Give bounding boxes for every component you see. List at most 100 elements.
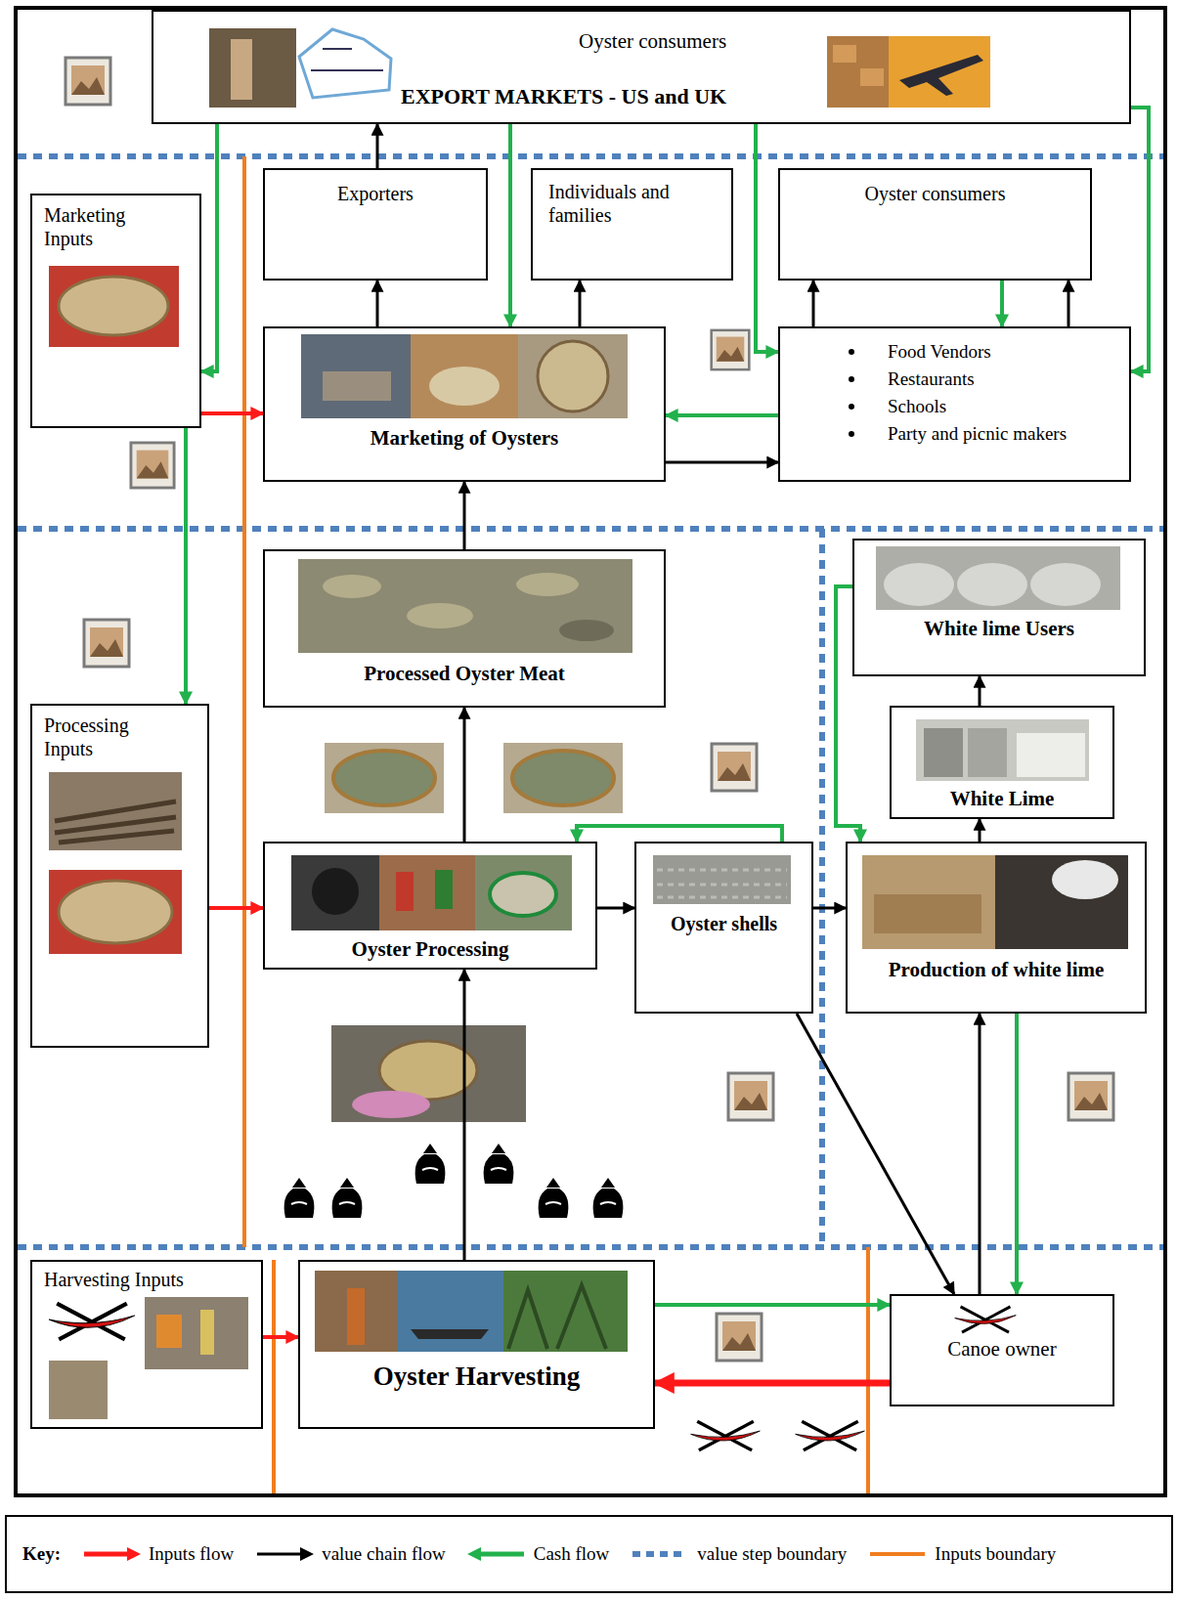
text-row: Food Vendors — [887, 338, 1067, 366]
legend-text: Inputs flow — [148, 1543, 234, 1566]
bag-icon — [415, 1143, 446, 1184]
text-row: Restaurants — [887, 365, 1067, 393]
basket — [333, 750, 436, 806]
text-group: Canoe owner — [897, 1337, 1107, 1362]
node-text: Restaurants — [887, 368, 975, 390]
photo — [503, 1270, 628, 1352]
photo — [883, 563, 955, 607]
photo — [656, 870, 787, 898]
legend-arrowhead — [300, 1547, 314, 1562]
cash-flow-arrow — [665, 413, 779, 418]
photo — [395, 871, 414, 912]
process-box: Oyster Harvesting — [298, 1260, 655, 1430]
oyster-icon — [711, 743, 757, 791]
photo — [1016, 733, 1086, 778]
text-row: Production of white lime — [853, 958, 1139, 983]
input-flow-arrow — [654, 1380, 890, 1388]
bullet — [848, 376, 855, 383]
text-group: Oyster Processing — [270, 937, 590, 962]
text-row: Oyster Harvesting — [305, 1360, 648, 1393]
cash-flow-arrow — [201, 124, 218, 372]
inputs-boundary-sample — [866, 1545, 929, 1564]
photo — [475, 855, 572, 931]
photo — [503, 742, 623, 814]
photo — [832, 44, 857, 63]
basket — [512, 750, 614, 806]
inputs-box: Processing Inputs — [30, 703, 210, 1048]
node-text: Canoe owner — [947, 1337, 1056, 1361]
process-box: Production of white lime — [845, 841, 1147, 1014]
value-chain-arrow — [463, 969, 467, 1261]
photo — [489, 872, 557, 916]
photo — [995, 855, 1129, 950]
photo — [314, 1270, 398, 1352]
value-chain-arrow — [813, 907, 846, 911]
text-group: Oyster consumersEXPORT MARKETS - US and … — [153, 11, 1130, 123]
bag-icon — [483, 1143, 515, 1184]
text-group: Processed Oyster Meat — [270, 661, 658, 687]
basket — [379, 1041, 478, 1100]
inputs-box: Harvesting Inputs — [30, 1260, 263, 1430]
canoe-icon — [955, 1307, 1017, 1333]
ship-sketch — [310, 48, 384, 71]
value-chain-arrow — [463, 707, 467, 842]
bullet — [848, 403, 855, 410]
photo — [48, 265, 179, 348]
node-text: Harvesting Inputs — [43, 1268, 184, 1291]
text-row: Processing Inputs — [43, 713, 172, 761]
legend-line — [479, 1552, 524, 1558]
text-row: Oyster shells — [642, 912, 806, 936]
node-text: Production of white lime — [888, 958, 1105, 982]
node-text: EXPORT MARKETS - US and UK — [400, 84, 727, 109]
photo — [860, 68, 884, 87]
text-row: Oyster Processing — [270, 937, 590, 962]
text-group: Oyster Harvesting — [305, 1360, 648, 1393]
cash-flow-arrow — [1000, 280, 1004, 327]
photo — [322, 371, 392, 401]
node-text: Oyster consumers — [865, 182, 1006, 205]
photo — [653, 855, 791, 905]
legend-arrowhead — [467, 1547, 481, 1562]
text-group: Marketing of Oysters — [270, 426, 658, 451]
boundary-sample — [628, 1545, 692, 1564]
photo — [351, 1090, 431, 1119]
node-text: Oyster Processing — [351, 937, 510, 961]
legend-line — [632, 1551, 688, 1558]
photo — [406, 603, 474, 629]
value-chain-arrow — [796, 1013, 955, 1295]
ship-sketch — [299, 29, 392, 98]
airplane — [899, 54, 984, 96]
photo — [827, 36, 889, 108]
bullet — [848, 431, 855, 437]
node-text: Food Vendors — [887, 341, 992, 362]
photo — [397, 1270, 504, 1352]
outer-frame — [15, 7, 1166, 1496]
market-box: Exporters — [262, 168, 488, 281]
value-chain-arrow — [578, 280, 582, 327]
photo — [209, 28, 297, 108]
photo — [923, 728, 963, 778]
canoe-icon — [795, 1421, 866, 1451]
text-row: Individuals and families — [548, 179, 725, 227]
input-flow-arrow — [201, 411, 263, 416]
value-chain-arrow — [812, 280, 816, 327]
node-text: Oyster consumers — [578, 29, 727, 53]
text-row: Schools — [887, 392, 1067, 421]
photo — [873, 894, 982, 934]
photo — [48, 870, 182, 955]
node-text: Marketing of Oysters — [370, 426, 559, 450]
value-chain-arrow — [978, 676, 982, 706]
market-box: Individuals and families — [530, 168, 734, 281]
legend: Key:Inputs flowvalue chain flowCash flow… — [4, 1515, 1174, 1594]
text-row: EXPORT MARKETS - US and UK — [400, 84, 727, 110]
photo — [48, 1360, 108, 1420]
photo — [915, 719, 1090, 782]
basket — [58, 276, 169, 336]
actor-box: Canoe owner — [889, 1294, 1115, 1407]
cash-flow-arrow — [183, 428, 188, 704]
value-chain-arrow — [376, 124, 380, 169]
legend-arrowhead — [127, 1547, 141, 1562]
list-box: Food VendorsRestaurantsSchoolsParty and … — [778, 326, 1132, 482]
photo — [957, 563, 1028, 607]
basket — [537, 341, 609, 412]
